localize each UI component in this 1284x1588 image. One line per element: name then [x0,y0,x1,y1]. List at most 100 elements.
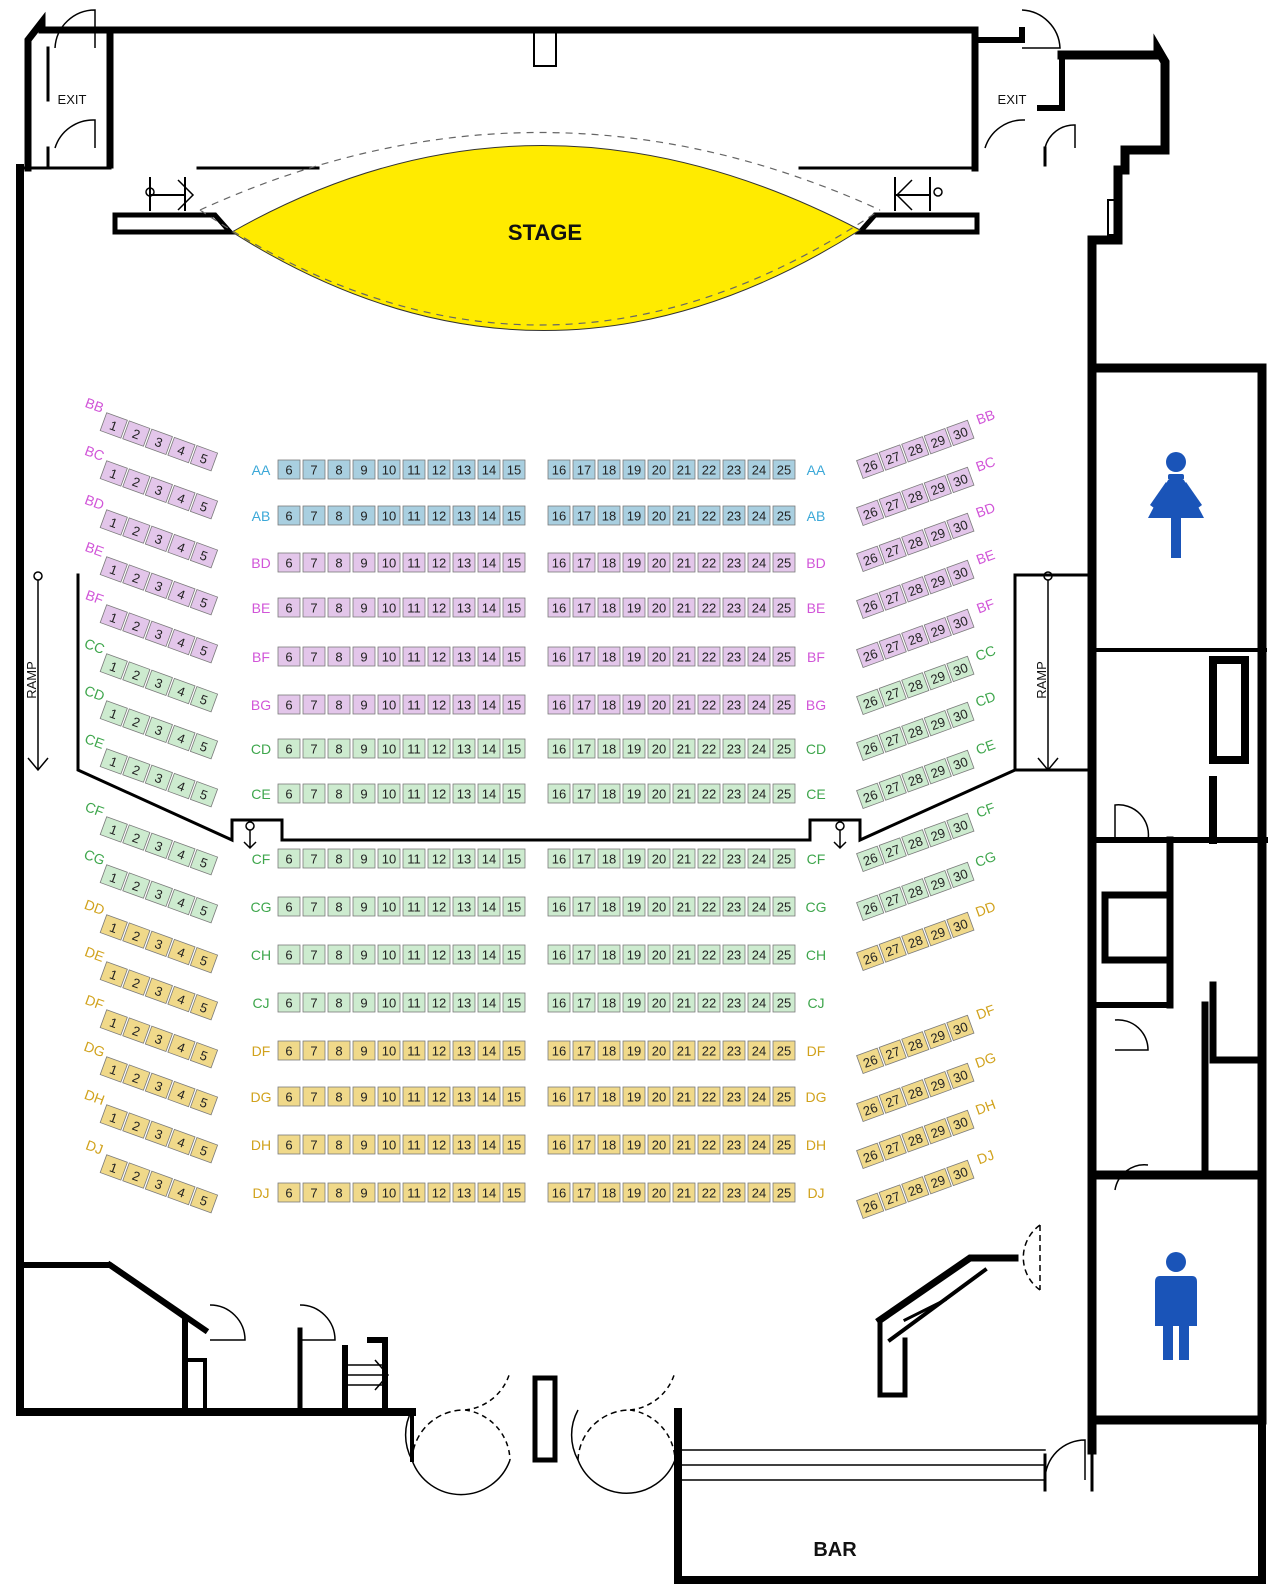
seat-BE-11[interactable]: 11 [402,597,426,618]
seat-AB-18[interactable]: 18 [597,505,621,526]
seat-DJ-12[interactable]: 12 [427,1182,451,1203]
seat-BF-28[interactable]: 28 [901,625,930,652]
seat-DH-10[interactable]: 10 [377,1134,401,1155]
seat-BE-2[interactable]: 2 [122,564,151,591]
seat-CF-1[interactable]: 1 [99,816,128,843]
seat-CF-28[interactable]: 28 [901,829,930,856]
seat-DG-7[interactable]: 7 [302,1086,326,1107]
seat-CG-13[interactable]: 13 [452,896,476,917]
seat-AB-7[interactable]: 7 [302,505,326,526]
seat-CD-4[interactable]: 4 [167,724,196,752]
seat-CG-22[interactable]: 22 [697,896,721,917]
seat-BE-20[interactable]: 20 [647,597,671,618]
seat-DH-29[interactable]: 29 [923,1117,952,1145]
seat-DG-5[interactable]: 5 [189,1089,219,1116]
seat-CD-6[interactable]: 6 [277,738,301,759]
seat-BE-30[interactable]: 30 [946,559,975,587]
seat-BF-2[interactable]: 2 [122,612,151,639]
seat-AB-22[interactable]: 22 [697,505,721,526]
seat-CG-30[interactable]: 30 [946,861,975,889]
seat-CG-16[interactable]: 16 [547,896,571,917]
seat-CJ-16[interactable]: 16 [547,992,571,1013]
seat-CE-19[interactable]: 19 [622,783,646,804]
seat-CE-6[interactable]: 6 [277,783,301,804]
seat-CJ-15[interactable]: 15 [502,992,526,1013]
seat-CF-12[interactable]: 12 [427,848,451,869]
seat-DF-9[interactable]: 9 [352,1040,376,1061]
seat-BB-4[interactable]: 4 [167,436,196,464]
seat-DJ-28[interactable]: 28 [901,1176,930,1203]
seat-DD-4[interactable]: 4 [167,938,196,966]
seat-CJ-13[interactable]: 13 [452,992,476,1013]
seat-CE-24[interactable]: 24 [747,783,771,804]
seat-AA-21[interactable]: 21 [672,459,696,480]
seat-AB-10[interactable]: 10 [377,505,401,526]
seat-CG-3[interactable]: 3 [144,880,173,908]
seat-CD-12[interactable]: 12 [427,738,451,759]
seat-BG-9[interactable]: 9 [352,694,376,715]
seat-DJ-11[interactable]: 11 [402,1182,426,1203]
seat-CH-20[interactable]: 20 [647,944,671,965]
seat-BB-26[interactable]: 26 [856,452,885,479]
seat-DJ-23[interactable]: 23 [722,1182,746,1203]
seat-DF-2[interactable]: 2 [122,1017,151,1044]
seat-AB-8[interactable]: 8 [327,505,351,526]
seat-BG-22[interactable]: 22 [697,694,721,715]
seat-BD-27[interactable]: 27 [878,537,907,564]
seat-BD-8[interactable]: 8 [327,552,351,573]
seat-DD-3[interactable]: 3 [144,930,173,958]
seat-CE-8[interactable]: 8 [327,783,351,804]
seat-DD-26[interactable]: 26 [856,944,885,971]
seat-BG-16[interactable]: 16 [547,694,571,715]
seat-AA-16[interactable]: 16 [547,459,571,480]
seat-CG-9[interactable]: 9 [352,896,376,917]
seat-BD-28[interactable]: 28 [901,529,930,556]
seat-CG-29[interactable]: 29 [923,869,952,897]
seat-CF-26[interactable]: 26 [856,845,885,872]
seat-DG-11[interactable]: 11 [402,1086,426,1107]
seat-CE-25[interactable]: 25 [772,783,796,804]
seat-BG-6[interactable]: 6 [277,694,301,715]
seat-CH-12[interactable]: 12 [427,944,451,965]
seat-CC-27[interactable]: 27 [878,680,907,707]
seat-CJ-11[interactable]: 11 [402,992,426,1013]
seat-BB-28[interactable]: 28 [901,436,930,463]
seat-DF-4[interactable]: 4 [167,1033,196,1061]
seat-BF-19[interactable]: 19 [622,646,646,667]
seat-CH-23[interactable]: 23 [722,944,746,965]
seat-DF-17[interactable]: 17 [572,1040,596,1061]
seat-DF-1[interactable]: 1 [99,1009,128,1036]
seat-DH-24[interactable]: 24 [747,1134,771,1155]
seat-BD-23[interactable]: 23 [722,552,746,573]
seat-CF-18[interactable]: 18 [597,848,621,869]
seat-CF-13[interactable]: 13 [452,848,476,869]
seat-AA-22[interactable]: 22 [697,459,721,480]
seat-CD-7[interactable]: 7 [302,738,326,759]
seat-AA-18[interactable]: 18 [597,459,621,480]
seat-CE-21[interactable]: 21 [672,783,696,804]
seat-BE-27[interactable]: 27 [878,584,907,611]
seat-CD-21[interactable]: 21 [672,738,696,759]
seat-CF-17[interactable]: 17 [572,848,596,869]
seat-DG-28[interactable]: 28 [901,1079,930,1106]
seat-DH-21[interactable]: 21 [672,1134,696,1155]
seat-DF-23[interactable]: 23 [722,1040,746,1061]
seat-CF-15[interactable]: 15 [502,848,526,869]
seat-BC-2[interactable]: 2 [122,468,151,495]
seat-DD-27[interactable]: 27 [878,936,907,963]
seat-BG-21[interactable]: 21 [672,694,696,715]
seat-CC-28[interactable]: 28 [901,672,930,699]
seat-BF-4[interactable]: 4 [167,628,196,656]
seat-AB-12[interactable]: 12 [427,505,451,526]
seat-DJ-27[interactable]: 27 [878,1184,907,1211]
seat-CF-5[interactable]: 5 [189,849,219,876]
seat-DG-8[interactable]: 8 [327,1086,351,1107]
seat-DD-5[interactable]: 5 [189,947,219,974]
seat-DH-4[interactable]: 4 [167,1128,196,1156]
seat-CD-3[interactable]: 3 [144,716,173,744]
seat-DF-12[interactable]: 12 [427,1040,451,1061]
seat-CE-26[interactable]: 26 [856,782,885,809]
seat-DJ-1[interactable]: 1 [99,1154,128,1181]
seat-BB-27[interactable]: 27 [878,444,907,471]
seat-BF-8[interactable]: 8 [327,646,351,667]
